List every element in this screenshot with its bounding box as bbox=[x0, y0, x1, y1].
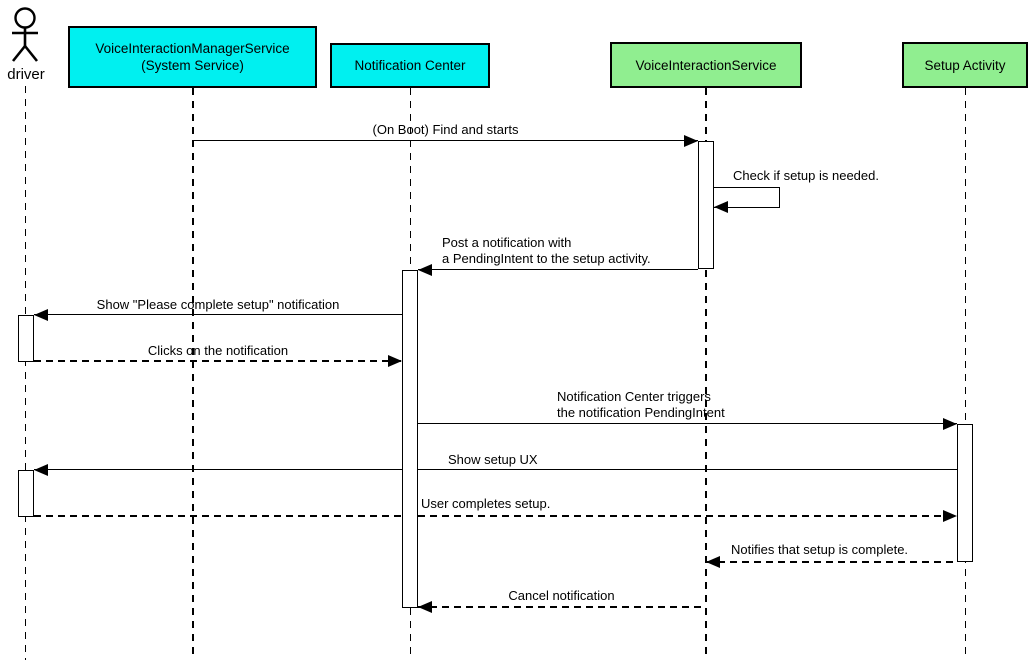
message-label-5: Clicks on the notification bbox=[147, 343, 289, 358]
message-line-6 bbox=[418, 423, 957, 424]
message-line-9 bbox=[706, 561, 957, 563]
message-label-8: User completes setup. bbox=[421, 496, 551, 511]
participant-label: VoiceInteractionManagerService (System S… bbox=[95, 41, 290, 73]
message-label-4: Show "Please complete setup" notificatio… bbox=[96, 297, 340, 312]
participant-label: Setup Activity bbox=[924, 57, 1006, 73]
activation-bar-notification-center bbox=[402, 270, 418, 608]
activation-bar-setup-activity bbox=[957, 424, 973, 562]
message-label-1: (On Boot) Find and starts bbox=[372, 122, 519, 137]
participant-label: Notification Center bbox=[354, 58, 466, 73]
participant-notification-center: Notification Center bbox=[330, 43, 490, 88]
arrowhead-icon bbox=[418, 601, 432, 613]
arrowhead-icon bbox=[706, 556, 720, 568]
message-label-9: Notifies that setup is complete. bbox=[731, 542, 909, 557]
participant-label: VoiceInteractionService bbox=[635, 57, 777, 73]
actor-icon bbox=[11, 7, 39, 62]
activation-bar-driver-1 bbox=[18, 315, 34, 362]
arrowhead-icon bbox=[34, 464, 48, 476]
lifeline-driver bbox=[24, 86, 27, 660]
message-line-5 bbox=[34, 360, 402, 362]
arrowhead-icon bbox=[684, 135, 698, 147]
message-line-1 bbox=[193, 140, 698, 141]
message-line-7 bbox=[34, 469, 957, 470]
arrowhead-icon bbox=[418, 264, 432, 276]
message-label-7: Show setup UX bbox=[448, 452, 538, 467]
message-line-2 bbox=[714, 187, 780, 208]
message-line-10 bbox=[418, 606, 705, 608]
message-label-6: Notification Center triggers the notific… bbox=[557, 389, 725, 420]
message-label-10: Cancel notification bbox=[508, 588, 615, 603]
participant-setup-activity: Setup Activity bbox=[902, 42, 1028, 88]
message-line-4 bbox=[34, 314, 402, 315]
message-label-2: Check if setup is needed. bbox=[733, 168, 879, 183]
arrowhead-icon bbox=[714, 201, 728, 213]
participant-voiceinteractionmanagerservice: VoiceInteractionManagerService (System S… bbox=[68, 26, 317, 88]
activation-bar-voiceinteractionservice bbox=[698, 141, 714, 269]
arrowhead-icon bbox=[34, 309, 48, 321]
message-label-3: Post a notification with a PendingIntent… bbox=[442, 235, 651, 266]
lifeline-voiceinteractionservice bbox=[705, 88, 707, 660]
activation-bar-driver-2 bbox=[18, 470, 34, 517]
actor-driver-label: driver bbox=[7, 66, 45, 83]
message-line-3 bbox=[418, 269, 698, 270]
arrowhead-icon bbox=[943, 510, 957, 522]
message-line-8 bbox=[34, 515, 957, 517]
lifeline-voiceinteractionmanagerservice bbox=[192, 88, 194, 660]
arrowhead-icon bbox=[943, 418, 957, 430]
lifeline-setup-activity bbox=[964, 88, 967, 660]
participant-voiceinteractionservice: VoiceInteractionService bbox=[610, 42, 802, 88]
arrowhead-icon bbox=[388, 355, 402, 367]
